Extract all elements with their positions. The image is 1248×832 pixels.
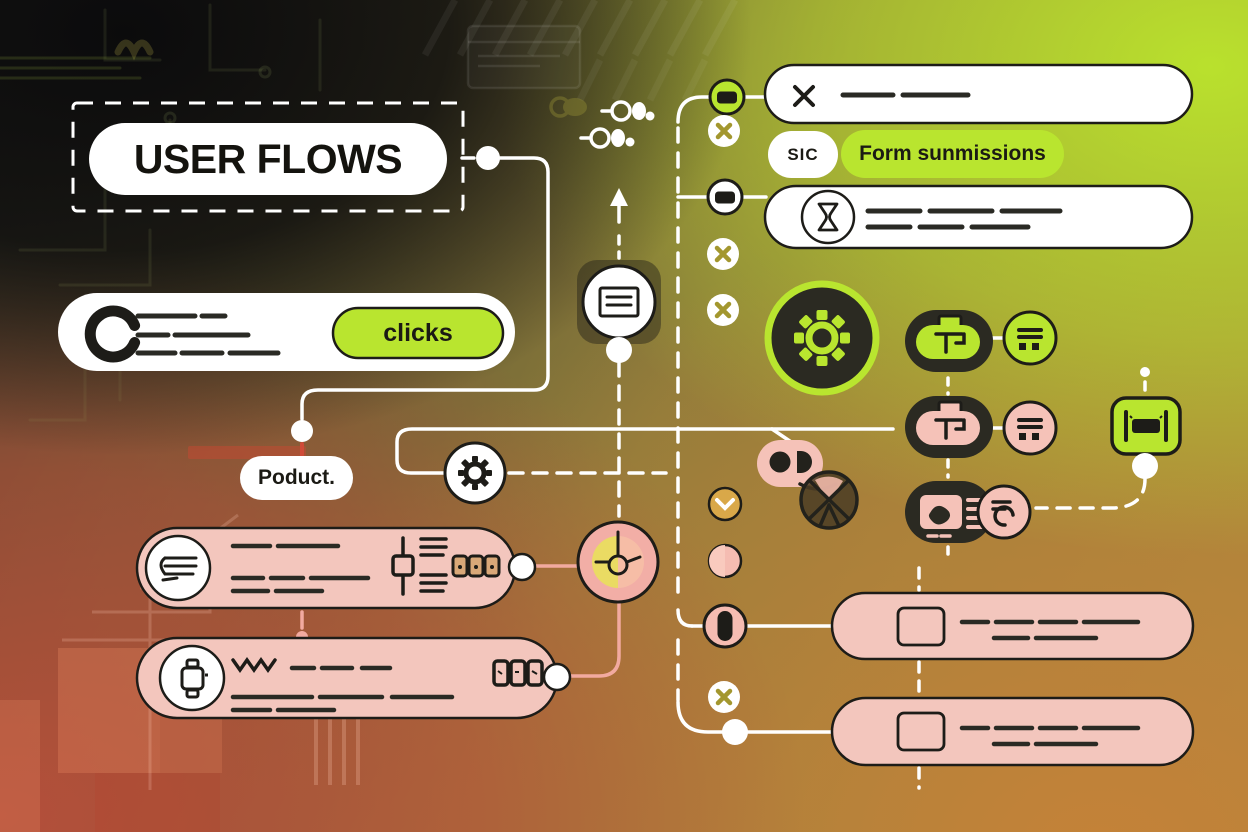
tag-icon: [934, 332, 966, 354]
list-icon: [1017, 418, 1043, 440]
placeholder-text-lines: [230, 543, 371, 594]
connector-icon: [1124, 410, 1168, 442]
title-dashed-frame: [71, 101, 465, 213]
window-sketch-decor: [466, 24, 582, 90]
placeholder-text-lines: [959, 725, 1141, 747]
document-tile[interactable]: [577, 260, 661, 344]
clicks-card[interactable]: [58, 293, 515, 371]
slider-icon: [391, 536, 415, 596]
pink-connector-lines: [300, 564, 621, 678]
close-icon: [714, 245, 732, 263]
dot-node: [1140, 367, 1150, 377]
dot-node: [476, 146, 500, 170]
close-icon: [714, 301, 732, 319]
chevron-node[interactable]: [707, 486, 743, 522]
refresh-node-pink[interactable]: [976, 484, 1032, 540]
sic-chip-label[interactable]: SIC: [787, 144, 819, 164]
close-node[interactable]: [708, 115, 740, 147]
close-icon: [715, 688, 733, 706]
result-card-2[interactable]: [830, 696, 1195, 767]
sic-chip[interactable]: [768, 131, 838, 178]
flow-card-hourglass[interactable]: [763, 184, 1194, 250]
chevron-down-icon: [715, 498, 735, 511]
close-icon: [715, 122, 733, 140]
dot-node: [291, 420, 313, 442]
pie-slice: [815, 476, 843, 502]
refresh-list-icon: [991, 500, 1015, 527]
gear-icon: [794, 310, 850, 366]
square-icon: [896, 606, 946, 647]
close-node[interactable]: [707, 294, 739, 326]
hourglass-icon: [817, 202, 839, 232]
badge-icons: [492, 659, 544, 687]
dot-node: [722, 719, 748, 745]
pill-node-pink[interactable]: [702, 603, 748, 649]
list-card-2[interactable]: [135, 636, 559, 720]
hatch-decor-top-center: [421, 0, 739, 102]
pill-node-green[interactable]: [708, 78, 746, 116]
list-card-1[interactable]: [135, 526, 517, 610]
dot-node: [1132, 453, 1158, 479]
gear-node-large[interactable]: [764, 280, 880, 396]
pie-chart-icon: [807, 479, 851, 528]
target-icon: [594, 530, 642, 576]
connector-lines: [300, 95, 1147, 790]
circuit-decor-bottom-left: [0, 446, 470, 832]
dot-node: [507, 552, 537, 582]
form-submissions-label[interactable]: Form sunmissions: [859, 142, 1046, 165]
target-node[interactable]: [576, 520, 660, 604]
dot-node: [606, 337, 632, 363]
tag-step-pink[interactable]: [905, 396, 993, 458]
square-icon: [896, 711, 946, 752]
menu-return-icon: [159, 556, 198, 582]
camera-icon: [920, 495, 962, 538]
pie-chart-node[interactable]: [799, 470, 859, 530]
ring-icon: [84, 305, 141, 363]
media-step[interactable]: [905, 481, 993, 543]
dot-node: [542, 662, 572, 692]
badge-icons: [451, 554, 501, 578]
cursor-icon: [549, 96, 655, 149]
document-icon: [598, 286, 640, 318]
clicks-button-label[interactable]: clicks: [383, 318, 453, 347]
connector-box[interactable]: [1110, 396, 1182, 456]
placeholder-text-lines: [959, 619, 1141, 641]
x-mark-icon: [793, 85, 815, 107]
placeholder-text-lines: [135, 313, 281, 356]
list-node-green[interactable]: [1002, 310, 1058, 366]
list-icon: [419, 537, 448, 593]
placeholder-text-lines: [230, 665, 455, 713]
form-submissions-button[interactable]: [841, 130, 1064, 178]
list-node-pink[interactable]: [1002, 400, 1058, 456]
plain-pink-node[interactable]: [707, 543, 743, 579]
gear-icon: [458, 456, 492, 490]
clicks-button[interactable]: [331, 306, 505, 360]
pill-node-white[interactable]: [706, 178, 744, 216]
placeholder-text-lines: [865, 208, 1063, 230]
product-chip[interactable]: [240, 456, 353, 500]
page-title: USER FLOWS: [133, 135, 403, 182]
gear-node[interactable]: [443, 441, 507, 505]
arrow-up-icon: [610, 188, 628, 206]
flow-card-x[interactable]: [763, 63, 1194, 125]
smartwatch-icon: [180, 658, 208, 699]
list-icon: [1017, 328, 1043, 350]
close-node[interactable]: [707, 238, 739, 270]
product-chip-label: Poduct.: [258, 466, 335, 489]
tag-step-green[interactable]: [905, 310, 993, 372]
close-node[interactable]: [708, 681, 740, 713]
title-pill: [89, 123, 447, 195]
od-badge[interactable]: [757, 440, 838, 491]
result-card-1[interactable]: [830, 591, 1195, 661]
wave-icon: [231, 656, 277, 674]
tag-icon: [934, 418, 966, 440]
